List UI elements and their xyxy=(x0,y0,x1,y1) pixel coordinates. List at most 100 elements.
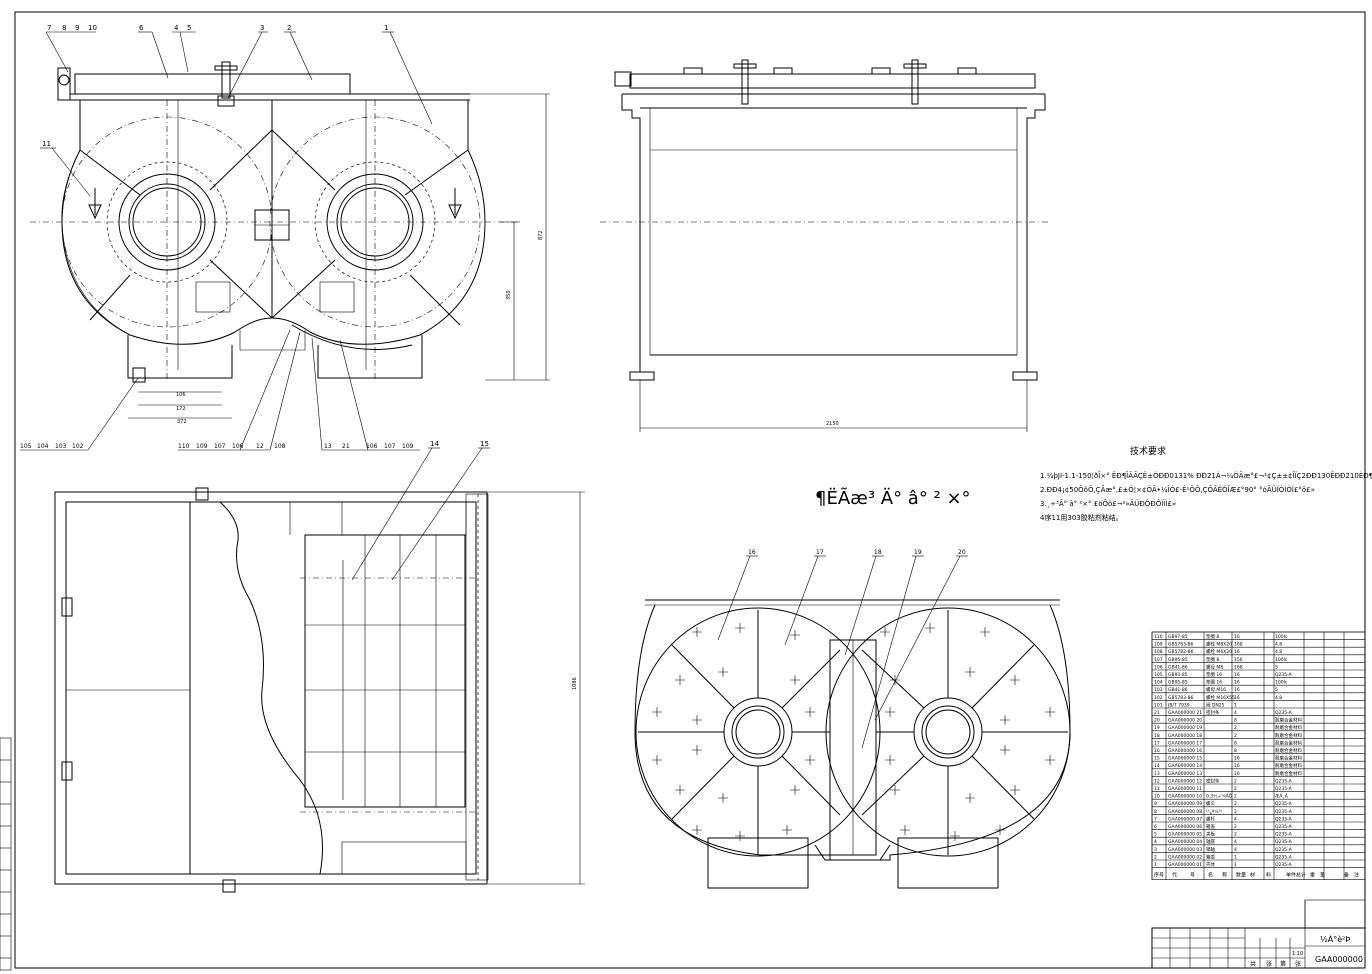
balloon-15: 15 xyxy=(480,440,489,448)
parts-table-cell: 20 xyxy=(1154,718,1160,724)
parts-table-cell: 耐磨合金材料 xyxy=(1275,724,1302,731)
parts-table-header: 料 xyxy=(1266,872,1271,879)
parts-table-cell: 8 xyxy=(1234,718,1237,724)
dim-v1-2: 106 xyxy=(176,392,186,398)
parts-table-cell: GAA000000 06 xyxy=(1168,824,1202,830)
parts-table-cell: 密封条 xyxy=(1206,777,1220,784)
parts-table-cell: 100Ic xyxy=(1275,680,1288,686)
svg-text:张: 张 xyxy=(1266,960,1272,968)
parts-table-cell: 103 xyxy=(1154,687,1163,693)
parts-table-header: 单件 xyxy=(1286,872,1296,879)
balloon-16: 16 xyxy=(748,549,756,556)
parts-table-cell: GAA000000 16 xyxy=(1168,748,1202,754)
balloon-18: 18 xyxy=(874,549,882,556)
parts-table-cell: 3 xyxy=(1154,847,1157,853)
parts-table-cell: 8 xyxy=(1154,809,1157,815)
parts-table-cell: GB95-85 xyxy=(1168,680,1188,686)
parts-table-cell: 110 xyxy=(1154,634,1163,640)
parts-table-cell: 0.3½÷¼ÁÖ xyxy=(1206,793,1233,800)
parts-table-cell: GB97-85 xyxy=(1168,634,1188,640)
parts-table-cell: 2 xyxy=(1234,824,1237,830)
parts-table-cell: ¹¹¿ª½¹¹ xyxy=(1206,808,1222,815)
parts-table-cell: 箱盖 xyxy=(1206,823,1215,830)
parts-table-cell: GB93-85 xyxy=(1168,672,1188,678)
parts-table-cell: 2 xyxy=(1234,725,1237,731)
parts-table-cell: 螺母 M8 xyxy=(1206,663,1223,670)
parts-table-cell: GAA000000 12 xyxy=(1168,778,1202,784)
parts-table-cell: 耐磨合金材料 xyxy=(1275,717,1302,724)
parts-table-cell: 垫圈 8 xyxy=(1206,633,1219,640)
parts-table-cell: 2 xyxy=(1234,809,1237,815)
parts-table-cell: GB41-86 xyxy=(1168,687,1188,693)
parts-table-cell: 156 xyxy=(1234,657,1243,663)
parts-table-cell: 螺栓 M16X55 xyxy=(1206,694,1235,701)
svg-text:5: 5 xyxy=(187,24,191,32)
balloon-20: 20 xyxy=(958,549,966,556)
parts-table-cell: 21 xyxy=(1154,710,1160,716)
parts-table-cell: GAA000000 18 xyxy=(1168,733,1202,739)
section-view: 16 17 18 19 20 xyxy=(634,549,1071,889)
parts-table-cell: 16 xyxy=(1234,649,1240,655)
parts-table-cell: 1 xyxy=(1234,702,1237,708)
parts-table-cell: 耐磨合金材料 xyxy=(1275,762,1302,769)
svg-text:共: 共 xyxy=(1250,960,1256,968)
parts-table-cell: 垫圈 16 xyxy=(1206,671,1222,678)
parts-table-cell: GB5783-86 xyxy=(1168,642,1194,648)
svg-text:110: 110 xyxy=(178,443,190,450)
parts-table-cell: 2 xyxy=(1234,778,1237,784)
parts-table-cell: 轴座 xyxy=(1206,838,1215,845)
parts-table-cell: 5 xyxy=(1275,664,1278,670)
parts-table-cell: 16 xyxy=(1234,672,1240,678)
parts-table-cell: 螺头 xyxy=(1206,800,1215,807)
parts-table-cell: 1 xyxy=(1234,862,1237,868)
parts-table-header: 注 xyxy=(1354,872,1359,879)
svg-text:108: 108 xyxy=(274,443,286,450)
parts-table-cell: 4.8 xyxy=(1275,649,1282,655)
parts-table-cell: 7 xyxy=(1154,816,1157,822)
parts-table-cell: GAA000000 09 xyxy=(1168,801,1202,807)
parts-table-cell: 16 xyxy=(1234,687,1240,693)
parts-table-cell: 168 xyxy=(1234,664,1243,670)
parts-table-cell: Q235-A xyxy=(1275,672,1293,678)
parts-table-cell: GAA000000 04 xyxy=(1168,839,1202,845)
parts-table-cell: 14 xyxy=(1154,763,1160,769)
parts-table-cell: Q235-A xyxy=(1275,862,1293,868)
parts-table-cell: 4 xyxy=(1234,847,1237,853)
parts-table-cell: 箱盖 xyxy=(1206,853,1215,860)
parts-table-cell: Q235-A xyxy=(1275,786,1293,792)
parts-table-cell: GAA000000 14 xyxy=(1168,763,1202,769)
svg-text:106: 106 xyxy=(232,443,244,450)
parts-table-header: 名 xyxy=(1208,872,1213,879)
parts-table-cell: 16 xyxy=(1234,756,1240,762)
parts-table-cell: GAA000000 17 xyxy=(1168,740,1202,746)
svg-text:103: 103 xyxy=(55,443,67,450)
sheet-border xyxy=(14,11,1366,969)
parts-table-cell: 15 xyxy=(1154,756,1160,762)
parts-table-cell: 100Ic xyxy=(1275,634,1288,640)
balloon-19: 19 xyxy=(914,549,922,556)
parts-table-header: 代 xyxy=(1172,872,1177,879)
parts-table-cell: 1 xyxy=(1154,862,1157,868)
parts-table-cell: 5 xyxy=(1275,687,1278,693)
parts-table-cell: 密封条 xyxy=(1206,709,1220,716)
parts-table-cell: 耐磨合金材料 xyxy=(1275,739,1302,746)
parts-table-cell: 108 xyxy=(1154,649,1163,655)
svg-text:105: 105 xyxy=(20,443,32,450)
parts-table-cell: 4 xyxy=(1234,816,1237,822)
svg-text:2.ÐÐ4¡¢50ÕõÕ,ÇÃæ°,£±Ó¦×¢ÖÃ•¼ÎÒ: 2.ÐÐ4¡¢50ÕõÕ,ÇÃæ°,£±Ó¦×¢ÖÃ•¼ÎÒ£-Ê¹ÕÕ,ÇÕÃ… xyxy=(1040,485,1315,494)
svg-text:10: 10 xyxy=(88,24,97,32)
parts-table-cell: 106 xyxy=(1154,664,1163,670)
dim-v1-0: 372 xyxy=(177,419,187,425)
parts-table-cell: 1 xyxy=(1234,854,1237,860)
left-margin-ruler xyxy=(0,737,12,971)
parts-table-cell: Q235-A xyxy=(1275,809,1293,815)
parts-table-cell: Q235-A xyxy=(1275,710,1293,716)
parts-table-cell: 螺杆 xyxy=(1206,815,1215,822)
parts-table-header: 序号 xyxy=(1154,872,1164,879)
parts-table-cell: ÆÃ¸Ä xyxy=(1275,793,1289,800)
scale: 1:10 xyxy=(1292,951,1303,957)
parts-table-cell: 17 xyxy=(1154,740,1160,746)
dim-side-length: 2150 xyxy=(826,421,839,427)
parts-table-header: 数量 xyxy=(1236,872,1246,879)
